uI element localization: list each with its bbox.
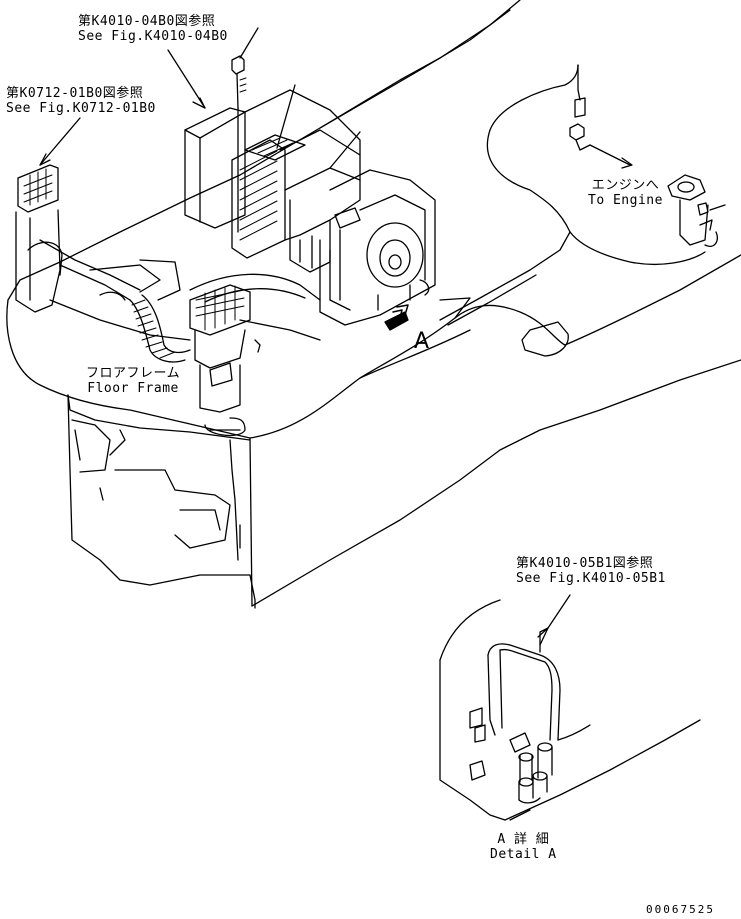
callout-k0712-01b0: 第K0712-01B0図参照 See Fig.K0712-01B0 bbox=[6, 86, 156, 116]
left-duct bbox=[16, 165, 190, 340]
detail-a-caption-jp: A 詳 細 bbox=[497, 832, 550, 847]
view-a-arrow bbox=[385, 305, 408, 330]
flex-hose bbox=[130, 274, 320, 362]
callout-k4010-04b0-en: See Fig.K4010-04B0 bbox=[78, 29, 228, 44]
callout-k4010-05b1-en: See Fig.K4010-05B1 bbox=[516, 571, 666, 586]
heater-unit bbox=[185, 56, 435, 325]
leader-lines bbox=[40, 28, 360, 168]
detail-a-caption: A 詳 細 Detail A bbox=[490, 832, 557, 862]
lower-frame bbox=[68, 360, 741, 608]
callout-k4010-05b1: 第K4010-05B1図参照 See Fig.K4010-05B1 bbox=[516, 556, 666, 586]
drawing-number: 00067525 bbox=[646, 903, 715, 916]
callout-floor-frame-en: Floor Frame bbox=[87, 381, 179, 396]
callout-k0712-01b0-en: See Fig.K0712-01B0 bbox=[6, 101, 156, 116]
view-a-label: A bbox=[414, 329, 430, 354]
callout-k4010-04b0: 第K4010-04B0図参照 See Fig.K4010-04B0 bbox=[78, 14, 228, 44]
center-vent bbox=[190, 285, 260, 435]
detail-a-view bbox=[440, 595, 700, 820]
callout-k0712-01b0-jp: 第K0712-01B0図参照 bbox=[6, 86, 144, 101]
detail-a-caption-en: Detail A bbox=[490, 847, 557, 862]
callout-engine-en: To Engine bbox=[588, 193, 663, 208]
callout-k4010-04b0-jp: 第K4010-04B0図参照 bbox=[78, 14, 216, 29]
floor-frame-outline bbox=[7, 0, 741, 438]
callout-k4010-05b1-jp: 第K4010-05B1図参照 bbox=[516, 556, 654, 571]
callout-engine: エンジンへ To Engine bbox=[588, 178, 663, 208]
callout-floor-frame: フロアフレーム Floor Frame bbox=[86, 366, 180, 396]
callout-floor-frame-jp: フロアフレーム bbox=[86, 366, 181, 381]
engine-pipe bbox=[440, 65, 725, 325]
callout-engine-jp: エンジンへ bbox=[591, 178, 660, 193]
